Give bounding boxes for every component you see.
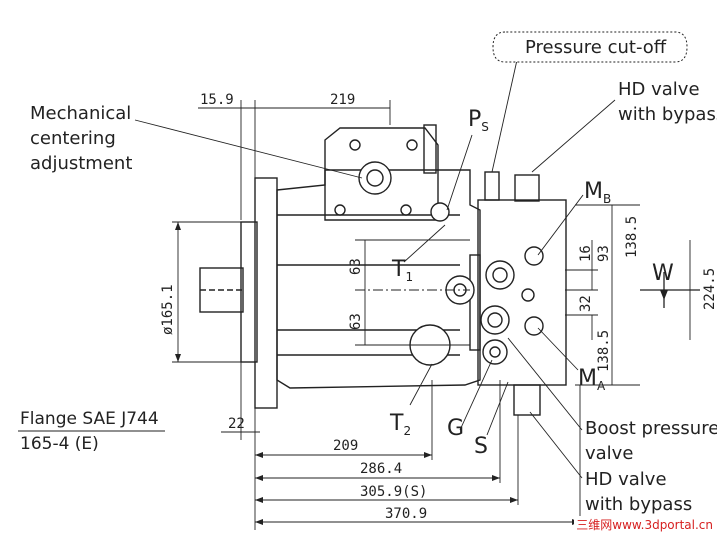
- dim-370-9: 370.9: [385, 506, 427, 522]
- pressure-cutoff-bubble: [492, 31, 688, 63]
- dim-138-5-top: 138.5: [624, 216, 640, 258]
- dim-16: 16: [578, 245, 594, 262]
- callout-line: centering: [30, 128, 116, 149]
- watermark: 三维网www.3dportal.cn: [574, 516, 715, 533]
- port-g-label: G: [447, 416, 464, 441]
- port-ps-label: PS: [468, 107, 489, 134]
- dim-224-5: 224.5: [702, 268, 717, 310]
- callout-line: with bypass: [618, 104, 717, 125]
- callout-line: with bypass: [585, 494, 693, 515]
- dim-305-9: 305.9(S): [360, 484, 427, 500]
- dim-22: 22: [228, 416, 245, 432]
- callout-line: Boost pressure: [585, 418, 717, 439]
- pressure-cutoff-callout: Pressure cut-off: [525, 37, 667, 58]
- bolts: [334, 139, 544, 366]
- dimension-lines: [18, 100, 700, 530]
- port-t2-label: T2: [389, 411, 411, 438]
- port-labels: PS T1 T2 MB MA G S W: [389, 107, 674, 459]
- port-w-label: W: [652, 261, 674, 286]
- hd-valve-bottom-callout: HD valve with bypass: [585, 467, 692, 517]
- callout-line: valve: [585, 443, 634, 464]
- port-t1-label: T1: [391, 257, 413, 284]
- dim-286-4: 286.4: [360, 461, 402, 477]
- hd-valve-top-callout: HD valve with bypass: [618, 77, 717, 127]
- flange-callout: Flange SAE J744 165-4 (E): [20, 407, 159, 457]
- callout-line: 165-4 (E): [20, 434, 99, 454]
- callout-line: HD valve: [618, 79, 700, 100]
- dim-138-5-bottom: 138.5: [596, 330, 612, 372]
- port-ma-label: MA: [578, 366, 606, 393]
- dim-15-9: 15.9: [200, 92, 234, 108]
- leader-lines: [134, 59, 616, 479]
- dim-209: 209: [333, 438, 358, 454]
- port-mb-label: MB: [584, 179, 611, 206]
- dim-93: 93: [596, 245, 612, 262]
- callout-line: Flange SAE J744: [20, 409, 159, 429]
- dim-63-bottom: 63: [348, 313, 364, 330]
- dim-165-1: ø165.1: [160, 284, 176, 335]
- callout-line: adjustment: [30, 153, 133, 174]
- callout-line: HD valve: [585, 469, 667, 490]
- dim-63-top: 63: [348, 258, 364, 275]
- mechanical-centering-callout: Mechanical centering adjustment: [30, 101, 132, 176]
- pump-body: [199, 124, 567, 416]
- boost-pressure-valve-callout: Boost pressure valve: [585, 416, 717, 466]
- callout-line: Mechanical: [30, 103, 132, 124]
- port-s-label: S: [474, 434, 488, 459]
- dim-219: 219: [330, 92, 355, 108]
- dim-32: 32: [578, 295, 594, 312]
